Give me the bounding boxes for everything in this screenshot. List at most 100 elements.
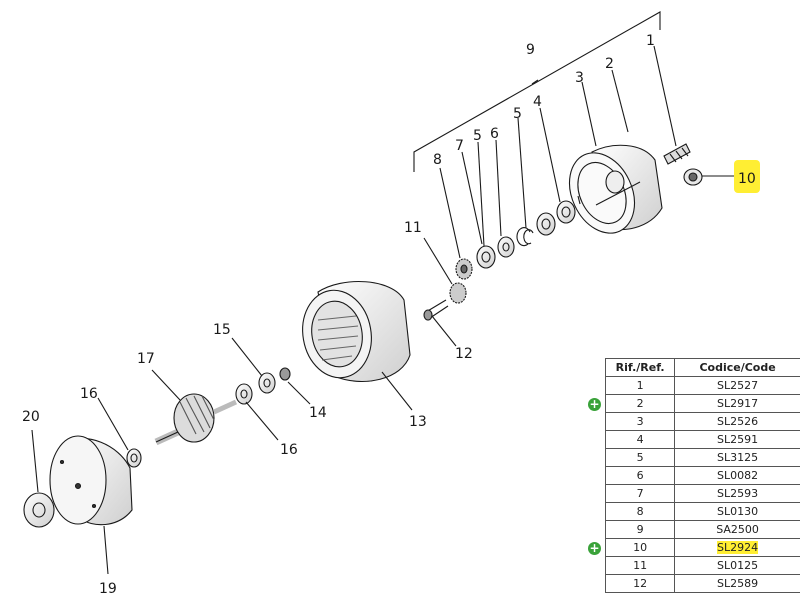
row-icon-cell	[584, 449, 606, 467]
part-20-washer	[23, 492, 55, 528]
callout-17: 17	[137, 351, 155, 367]
row-code-text: SL0130	[717, 505, 759, 518]
part-16-bearing-front	[235, 383, 253, 405]
row-ref: 6	[605, 466, 675, 485]
callout-11: 11	[404, 220, 422, 236]
part-12-shaft	[423, 299, 449, 321]
plus-circle-icon[interactable]: +	[588, 540, 602, 555]
row-icon-cell	[584, 431, 606, 449]
table-row[interactable]: 5 SL3125	[584, 448, 800, 467]
callout-19: 19	[99, 581, 117, 597]
row-icon-cell	[584, 377, 606, 395]
table-row[interactable]: +2 SL2917	[584, 394, 800, 413]
part-5-washer	[536, 212, 556, 236]
callout-10: 10	[738, 171, 756, 187]
header-icon-column	[584, 359, 606, 377]
callout-8: 8	[433, 152, 442, 168]
part-17-armature	[154, 393, 238, 446]
callout-6: 6	[490, 126, 499, 142]
table-row[interactable]: 11 SL0125	[584, 556, 800, 575]
table-row[interactable]: +10 SL2924	[584, 538, 800, 557]
row-ref: 7	[605, 484, 675, 503]
callout-16b: 16	[280, 442, 298, 458]
row-icon-cell	[584, 575, 606, 593]
part-13-stator-housing	[302, 280, 411, 383]
row-icon-cell	[584, 557, 606, 575]
row-icon-cell	[584, 521, 606, 539]
table-row[interactable]: 7 SL2593	[584, 484, 800, 503]
row-ref: 1	[605, 376, 675, 395]
table-row[interactable]: 6 SL0082	[584, 466, 800, 485]
row-code[interactable]: SL0082	[674, 466, 800, 485]
row-code[interactable]: SL2591	[674, 430, 800, 449]
plus-circle-icon[interactable]: +	[588, 396, 602, 411]
row-code-text: SL2526	[717, 415, 759, 428]
part-16-bearing-rear	[126, 448, 142, 468]
part-2-end-cover	[568, 144, 663, 234]
callout-15: 15	[213, 322, 231, 338]
row-code[interactable]: SL2526	[674, 412, 800, 431]
row-icon-cell	[584, 467, 606, 485]
row-code[interactable]: SL0130	[674, 502, 800, 521]
row-code[interactable]: SL3125	[674, 448, 800, 467]
row-code[interactable]: SA2500	[674, 520, 800, 539]
table-row[interactable]: 4 SL2591	[584, 430, 800, 449]
callout-10-highlight	[734, 160, 760, 193]
row-code[interactable]: SL2593	[674, 484, 800, 503]
leader-lines	[31, 45, 736, 575]
part-19-flange	[49, 435, 133, 526]
parts-table-header: Rif./Ref. Codice/Code	[584, 358, 800, 377]
part-14-bushing	[279, 367, 291, 381]
row-code-text: SL0082	[717, 469, 759, 482]
part-1-terminal-bolt	[663, 143, 691, 165]
row-code-text: SL2591	[717, 433, 759, 446]
callout-4: 4	[533, 94, 542, 110]
part-4-bushing	[556, 200, 576, 224]
callout-7: 7	[455, 138, 464, 154]
row-ref: 2	[605, 394, 675, 413]
row-code-text: SL2917	[717, 397, 759, 410]
row-code[interactable]: SL2917	[674, 394, 800, 413]
table-row[interactable]: 8 SL0130	[584, 502, 800, 521]
row-icon-cell	[584, 413, 606, 431]
header-code: Codice/Code	[674, 358, 800, 377]
row-code-text: SA2500	[716, 523, 759, 536]
callout-13: 13	[409, 414, 427, 430]
row-ref: 11	[605, 556, 675, 575]
part-15-bearing	[258, 372, 276, 394]
callout-5b: 5	[473, 128, 482, 144]
row-code-text: SL0125	[717, 559, 759, 572]
table-row[interactable]: 1 SL2527	[584, 376, 800, 395]
part-7-bushing	[476, 245, 496, 269]
part-8-gear	[455, 258, 473, 280]
row-code-text: SL2593	[717, 487, 759, 500]
row-ref: 10	[605, 538, 675, 557]
table-row[interactable]: 3 SL2526	[584, 412, 800, 431]
part-11-pinion	[449, 282, 467, 304]
row-code-text: SL2924	[717, 541, 759, 554]
callout-1: 1	[646, 33, 655, 49]
row-code[interactable]: SL2589	[674, 574, 800, 593]
row-code[interactable]: SL2527	[674, 376, 800, 395]
row-ref: 3	[605, 412, 675, 431]
part-6-circlip	[516, 227, 534, 247]
callout-20: 20	[22, 409, 40, 425]
row-code[interactable]: SL0125	[674, 556, 800, 575]
row-code-text: SL2527	[717, 379, 759, 392]
row-code[interactable]: SL2924	[674, 538, 800, 557]
row-icon-cell	[584, 503, 606, 521]
row-ref: 4	[605, 430, 675, 449]
row-icon-cell: +	[584, 395, 606, 413]
row-ref: 8	[605, 502, 675, 521]
row-code-text: SL3125	[717, 451, 759, 464]
row-ref: 5	[605, 448, 675, 467]
callout-9: 9	[526, 42, 535, 58]
callout-16a: 16	[80, 386, 98, 402]
part-10-nut	[683, 168, 703, 186]
callout-14: 14	[309, 405, 327, 421]
row-ref: 12	[605, 574, 675, 593]
header-ref: Rif./Ref.	[605, 358, 675, 377]
